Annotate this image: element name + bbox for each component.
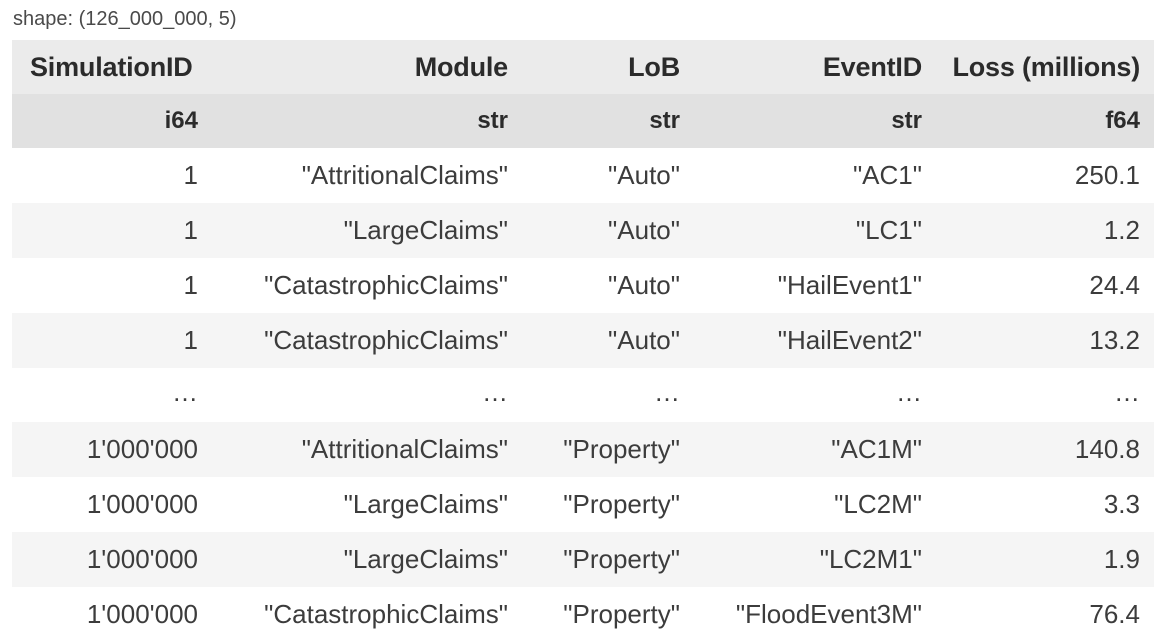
cell-lob: "Auto" [608, 325, 680, 355]
dataframe-shape-label: shape: (126_000_000, 5) [13, 8, 237, 30]
cell-simulationid: 1 [183, 325, 198, 355]
table-head: SimulationID Module LoB EventID Loss (mi… [12, 40, 1154, 148]
cell-simulationid: 1 [183, 215, 198, 245]
column-header-lob[interactable]: LoB [628, 51, 680, 82]
table-row: 1 "CatastrophicClaims" "Auto" "HailEvent… [12, 313, 1154, 368]
ellipsis-eventid: … [896, 376, 922, 407]
cell-eventid: "AC1" [852, 160, 922, 190]
cell-lob: "Property" [563, 599, 680, 629]
table-row: 1 "AttritionalClaims" "Auto" "AC1" 250.1 [12, 148, 1154, 203]
cell-lob: "Property" [563, 489, 680, 519]
cell-eventid: "LC1" [855, 215, 922, 245]
cell-loss: 24.4 [1089, 270, 1140, 300]
cell-loss: 1.2 [1103, 215, 1140, 245]
cell-simulationid: 1 [183, 160, 198, 190]
dtype-module: str [477, 107, 508, 134]
column-header-module[interactable]: Module [414, 51, 508, 82]
cell-eventid: "AC1M" [831, 434, 922, 464]
cell-module: "CatastrophicClaims" [264, 270, 508, 300]
table-truncation-row: … … … … … [12, 368, 1154, 422]
column-header-loss-millions[interactable]: Loss (millions) [952, 51, 1140, 82]
table-row: 1 "LargeClaims" "Auto" "LC1" 1.2 [12, 203, 1154, 258]
cell-lob: "Auto" [608, 160, 680, 190]
table-row: 1'000'000 "LargeClaims" "Property" "LC2M… [12, 477, 1154, 532]
cell-lob: "Property" [563, 544, 680, 574]
cell-module: "LargeClaims" [343, 215, 508, 245]
column-header-eventid[interactable]: EventID [822, 51, 922, 82]
cell-simulationid: 1'000'000 [86, 544, 198, 574]
ellipsis-loss: … [1114, 376, 1140, 407]
column-dtype-row: i64 str str str f64 [12, 94, 1154, 148]
cell-eventid: "HailEvent2" [777, 325, 922, 355]
dtype-loss-millions: f64 [1105, 107, 1140, 134]
cell-module: "AttritionalClaims" [301, 160, 508, 190]
cell-eventid: "HailEvent1" [777, 270, 922, 300]
column-header-simulationid[interactable]: SimulationID [30, 51, 193, 82]
table-body: 1 "AttritionalClaims" "Auto" "AC1" 250.1… [12, 148, 1154, 642]
table-row: 1'000'000 "AttritionalClaims" "Property"… [12, 422, 1154, 477]
cell-lob: "Auto" [608, 215, 680, 245]
cell-module: "LargeClaims" [343, 544, 508, 574]
ellipsis-lob: … [654, 376, 680, 407]
cell-loss: 1.9 [1103, 544, 1140, 574]
dtype-simulationid: i64 [164, 107, 198, 134]
cell-eventid: "LC2M" [834, 489, 922, 519]
dataframe-table: SimulationID Module LoB EventID Loss (mi… [12, 40, 1154, 642]
table-row: 1'000'000 "CatastrophicClaims" "Property… [12, 587, 1154, 642]
cell-lob: "Property" [563, 434, 680, 464]
cell-loss: 13.2 [1089, 325, 1140, 355]
column-name-row: SimulationID Module LoB EventID Loss (mi… [12, 40, 1154, 94]
cell-module: "LargeClaims" [343, 489, 508, 519]
ellipsis-simulationid: … [172, 376, 198, 407]
cell-loss: 140.8 [1074, 434, 1140, 464]
cell-loss: 250.1 [1074, 160, 1140, 190]
cell-module: "CatastrophicClaims" [264, 599, 508, 629]
cell-eventid: "FloodEvent3M" [735, 599, 922, 629]
cell-module: "CatastrophicClaims" [264, 325, 508, 355]
cell-simulationid: 1'000'000 [86, 599, 198, 629]
cell-simulationid: 1'000'000 [86, 489, 198, 519]
ellipsis-module: … [482, 376, 508, 407]
dtype-lob: str [649, 107, 680, 134]
table-row: 1 "CatastrophicClaims" "Auto" "HailEvent… [12, 258, 1154, 313]
table-row: 1'000'000 "LargeClaims" "Property" "LC2M… [12, 532, 1154, 587]
cell-module: "AttritionalClaims" [301, 434, 508, 464]
dtype-eventid: str [891, 107, 922, 134]
cell-simulationid: 1'000'000 [86, 434, 198, 464]
cell-lob: "Auto" [608, 270, 680, 300]
cell-loss: 3.3 [1103, 489, 1140, 519]
cell-loss: 76.4 [1089, 599, 1140, 629]
cell-eventid: "LC2M1" [819, 544, 922, 574]
cell-simulationid: 1 [183, 270, 198, 300]
